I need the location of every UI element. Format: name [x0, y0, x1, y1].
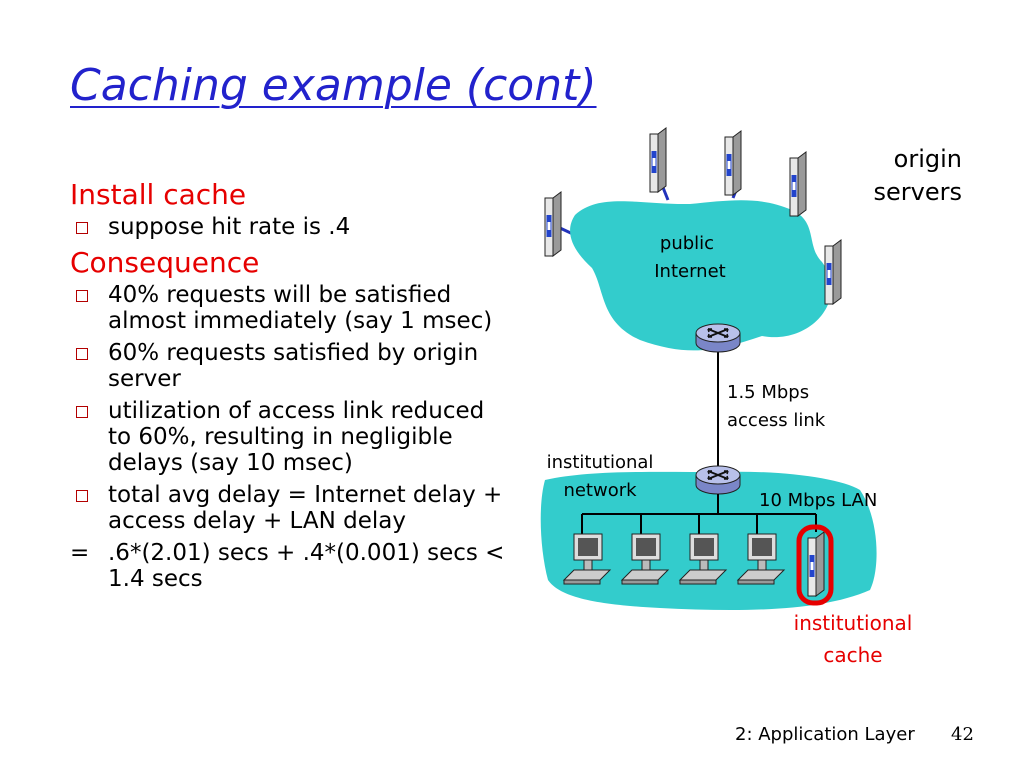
footer-chapter: 2: Application Layer — [735, 724, 915, 745]
cache-server-icon — [807, 531, 825, 597]
origin-server-icon — [724, 130, 742, 196]
install-heading: Install cache — [70, 178, 247, 211]
origin-server-icon — [544, 191, 562, 257]
delay-formula: = .6*(2.01) secs + .4*(0.001) secs < 1.4 … — [70, 540, 510, 592]
bullet-text: 40% requests will be satisfied almost im… — [108, 282, 493, 334]
slide-title: Caching example (cont) — [70, 60, 597, 111]
origin-server-icon — [824, 239, 842, 305]
bullet-item: total avg delay = Internet delay + acces… — [70, 482, 510, 534]
bullet-item: utilization of access link reduced to 60… — [70, 398, 510, 476]
content-text: Install cache suppose hit rate is .4 Con… — [70, 178, 510, 592]
bullet-item: 40% requests will be satisfied almost im… — [70, 282, 510, 334]
bullet-box-icon — [76, 222, 88, 234]
internet-router-icon — [695, 323, 741, 353]
cache-highlight-outline — [796, 524, 834, 606]
bullet-box-icon — [76, 290, 88, 302]
institutional-router-icon — [695, 465, 741, 495]
bullet-box-icon — [76, 348, 88, 360]
bullet-box-icon — [76, 406, 88, 418]
institutional-cache-label-line1: institutional — [794, 611, 913, 635]
page-number: 42 — [951, 724, 974, 745]
bullet-text: utilization of access link reduced to 60… — [108, 398, 485, 476]
bullet-item: suppose hit rate is .4 — [70, 214, 510, 240]
bullet-item: 60% requests satisfied by origin server — [70, 340, 510, 392]
bullet-text: 60% requests satisfied by origin server — [108, 340, 479, 392]
institutional-network-label-line2: network — [563, 480, 637, 501]
access-link-label-line2: access link — [727, 410, 826, 431]
lan-label: 10 Mbps LAN — [759, 490, 877, 511]
origin-server-icon — [789, 151, 807, 217]
bullet-text: total avg delay = Internet delay + acces… — [108, 482, 503, 534]
formula-text: .6*(2.01) secs + .4*(0.001) secs < 1.4 s… — [108, 540, 505, 592]
origin-servers-label-line1: origin — [894, 145, 962, 173]
public-internet-cloud — [570, 200, 832, 351]
public-internet-label-line1: public — [660, 233, 714, 254]
consequence-heading: Consequence — [70, 246, 260, 279]
access-link-label-line1: 1.5 Mbps — [727, 382, 809, 403]
institutional-network-label-line1: institutional — [547, 452, 654, 473]
public-internet-label-line2: Internet — [654, 261, 725, 282]
bullet-box-icon — [76, 490, 88, 502]
institutional-cache-label-line2: cache — [823, 643, 882, 667]
origin-server-icon — [649, 127, 667, 193]
origin-servers-label-line2: servers — [874, 178, 962, 206]
bullet-text: suppose hit rate is .4 — [108, 214, 351, 240]
formula-equals: = — [70, 540, 90, 566]
